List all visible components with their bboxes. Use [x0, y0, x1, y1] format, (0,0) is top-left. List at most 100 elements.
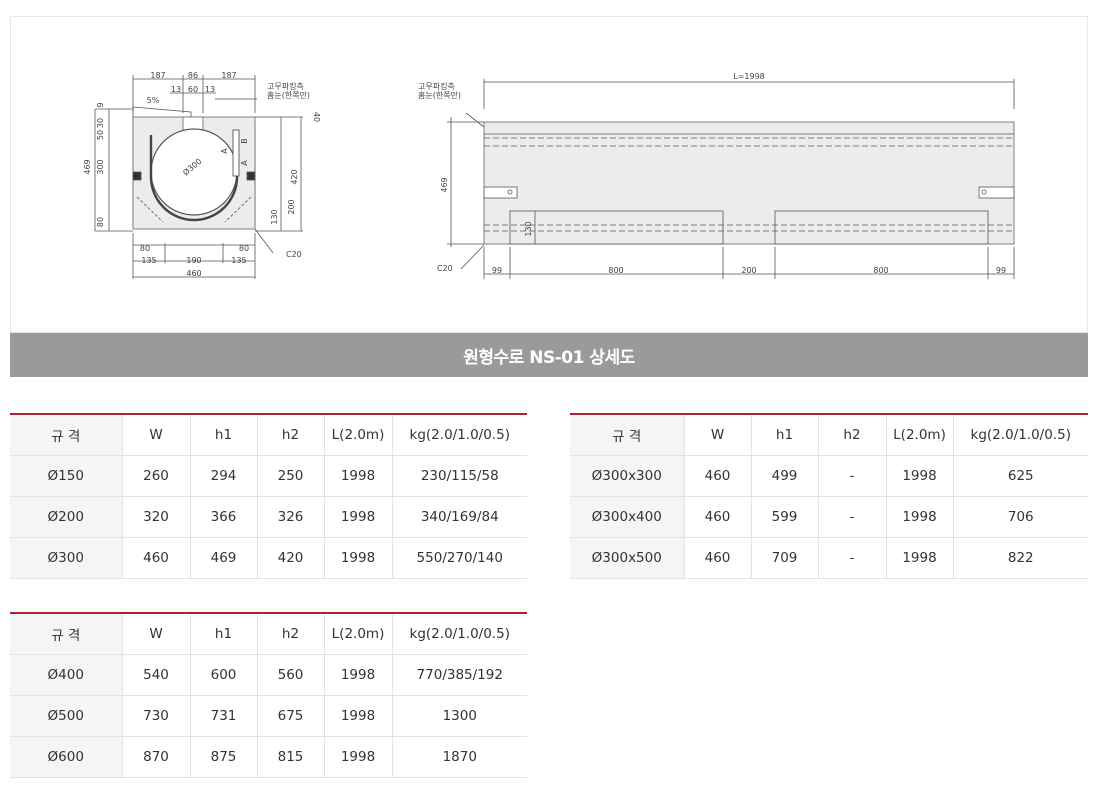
cell-h2: 250 [257, 455, 325, 497]
cell-h1: 294 [190, 455, 258, 497]
cell-weight: 340/169/84 [392, 496, 527, 538]
cell-length: 1998 [324, 496, 393, 538]
dim-right-200: 200 [287, 199, 296, 214]
header-w: W [684, 413, 752, 456]
dim-sub-left: 13 [171, 85, 181, 94]
cell-w: 730 [122, 695, 191, 737]
table-row: Ø300x300 460 499 - 1998 625 [570, 455, 1088, 497]
cell-h2: 560 [257, 654, 325, 696]
chamfer-label: C20 [286, 250, 302, 259]
dim-right-40: 40 [312, 112, 321, 122]
dim-bottom-135-left: 135 [141, 256, 156, 265]
header-length: L(2.0m) [886, 413, 954, 456]
header-length: L(2.0m) [324, 413, 393, 456]
dim-left-9: 9 [96, 102, 105, 107]
side-rubber-label-2: 홈눈(한쪽만) [418, 90, 461, 100]
header-h1: h1 [190, 612, 258, 655]
header-h2: h2 [257, 612, 325, 655]
cell-spec: Ø300x500 [570, 537, 685, 579]
table-row: Ø300x500 460 709 - 1998 822 [570, 537, 1088, 579]
table-row: Ø500 730 731 675 1998 1300 [10, 695, 527, 737]
cell-h2: 815 [257, 736, 325, 778]
header-length: L(2.0m) [324, 612, 393, 655]
cell-h1: 731 [190, 695, 258, 737]
side-chamfer: C20 [437, 264, 453, 273]
marker-a-right: A [240, 160, 249, 166]
spec-table-1: 규 격 W h1 h2 L(2.0m) kg(2.0/1.0/0.5) Ø150… [10, 413, 527, 579]
dim-right-130: 130 [270, 209, 279, 224]
cell-spec: Ø300 [10, 537, 123, 579]
cell-h2: - [818, 537, 887, 579]
cell-w: 460 [684, 496, 752, 538]
marker-a-left: A [220, 148, 229, 154]
cell-weight: 706 [953, 496, 1088, 538]
cell-w: 460 [122, 537, 191, 579]
diagram-panel: 187 86 187 13 60 13 5% 고무파킹측 홈눈(한쪽만) 9 3… [10, 16, 1088, 333]
cell-h2: - [818, 455, 887, 497]
cell-spec: Ø150 [10, 455, 123, 497]
cell-w: 540 [122, 654, 191, 696]
table-row: Ø600 870 875 815 1998 1870 [10, 736, 527, 778]
header-spec: 규 격 [10, 612, 123, 655]
slope-label: 5% [147, 96, 160, 105]
side-height: 469 [440, 177, 449, 192]
header-spec: 규 격 [570, 413, 685, 456]
header-spec: 규 격 [10, 413, 123, 456]
dim-bottom-135-right: 135 [231, 256, 246, 265]
cell-spec: Ø300x300 [570, 455, 685, 497]
cell-length: 1998 [886, 496, 954, 538]
dim-right-420: 420 [290, 169, 299, 184]
table-header-row: 규 격 W h1 h2 L(2.0m) kg(2.0/1.0/0.5) [10, 612, 527, 655]
dim-left-30: 30 [96, 118, 105, 128]
dim-width: 460 [186, 269, 201, 278]
cell-weight: 1870 [392, 736, 527, 778]
cell-h1: 499 [751, 455, 819, 497]
table-row: Ø300 460 469 420 1998 550/270/140 [10, 537, 527, 579]
side-dim-800-right: 800 [873, 266, 888, 275]
side-dim-99-left: 99 [492, 266, 502, 275]
dim-top-mid: 86 [188, 71, 198, 80]
cell-weight: 230/115/58 [392, 455, 527, 497]
cell-w: 320 [122, 496, 191, 538]
cell-weight: 1300 [392, 695, 527, 737]
table-header-row: 규 격 W h1 h2 L(2.0m) kg(2.0/1.0/0.5) [570, 413, 1088, 456]
header-weight: kg(2.0/1.0/0.5) [392, 612, 527, 655]
header-h2: h2 [257, 413, 325, 456]
dim-left-300: 300 [96, 159, 105, 174]
cell-w: 460 [684, 455, 752, 497]
cell-w: 460 [684, 537, 752, 579]
dim-left-80: 80 [96, 217, 105, 227]
side-dim-200: 200 [741, 266, 756, 275]
dim-left-50: 50 [96, 130, 105, 140]
dim-bottom-190: 190 [186, 256, 201, 265]
cell-length: 1998 [324, 654, 393, 696]
header-h2: h2 [818, 413, 887, 456]
spec-table-2: 규 격 W h1 h2 L(2.0m) kg(2.0/1.0/0.5) Ø300… [570, 413, 1088, 579]
cell-spec: Ø200 [10, 496, 123, 538]
diagram-caption: 원형수로 NS-01 상세도 [10, 333, 1088, 377]
cell-length: 1998 [886, 537, 954, 579]
cell-length: 1998 [324, 537, 393, 579]
dim-sub-right: 13 [205, 85, 215, 94]
table-row: Ø200 320 366 326 1998 340/169/84 [10, 496, 527, 538]
marker-b: B [240, 138, 249, 144]
side-elevation-labels: L=1998 고무파킹측 홈눈(한쪽만) 469 130 C20 99 800 … [418, 72, 1006, 275]
cell-length: 1998 [324, 455, 393, 497]
cell-length: 1998 [324, 736, 393, 778]
cell-h1: 366 [190, 496, 258, 538]
cell-h1: 599 [751, 496, 819, 538]
table-header-row: 규 격 W h1 h2 L(2.0m) kg(2.0/1.0/0.5) [10, 413, 527, 456]
table-row: Ø150 260 294 250 1998 230/115/58 [10, 455, 527, 497]
cell-weight: 770/385/192 [392, 654, 527, 696]
spec-table-3: 규 격 W h1 h2 L(2.0m) kg(2.0/1.0/0.5) Ø400… [10, 612, 527, 778]
dim-top-left: 187 [150, 71, 165, 80]
cell-spec: Ø500 [10, 695, 123, 737]
cell-h1: 600 [190, 654, 258, 696]
dim-total-height: 469 [83, 159, 92, 174]
side-inner-height: 130 [524, 221, 533, 236]
table-row: Ø400 540 600 560 1998 770/385/192 [10, 654, 527, 696]
dim-sub-mid: 60 [188, 85, 198, 94]
header-h1: h1 [751, 413, 819, 456]
cell-length: 1998 [886, 455, 954, 497]
cell-h1: 875 [190, 736, 258, 778]
